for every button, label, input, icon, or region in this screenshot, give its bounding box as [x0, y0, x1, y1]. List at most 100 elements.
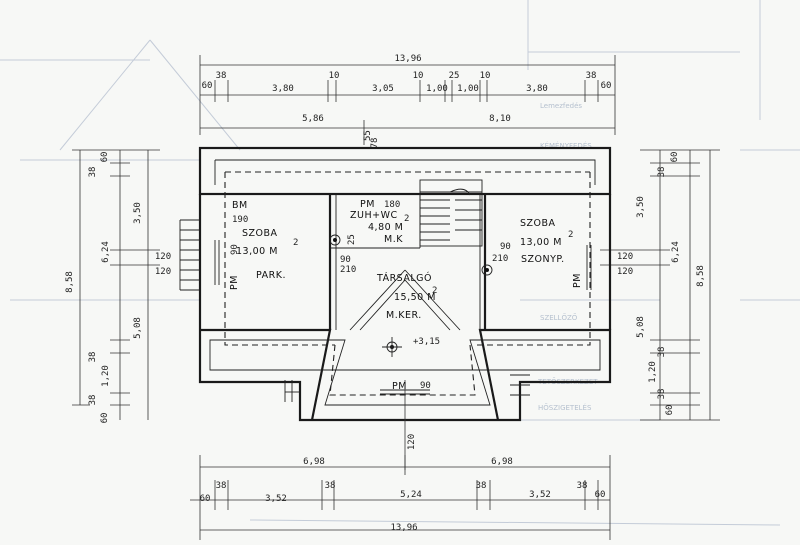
interior-dim-210-bath: 210 [340, 265, 356, 275]
dim-top-b0: 5,86 [302, 114, 324, 124]
dim-top-a1: 38 [216, 71, 227, 81]
dim-right-3: 6,24 [671, 241, 681, 263]
room-right: SZOBA 13,00 M 2 SZONYP. PM 90 210 [492, 218, 583, 288]
room-bath: PM 180 ZUH+WC 4,80 M 2 M.K 25 90 210 78 [340, 138, 409, 275]
dim-left-2: 3,50 [133, 202, 143, 224]
dim-top-a12: 60 [601, 81, 612, 91]
dim-left-10: 38 [88, 395, 98, 406]
dim-right-7: 120 [617, 267, 633, 277]
dim-bottom-half-left: 6,98 [303, 457, 325, 467]
staircase [419, 179, 483, 247]
dim-left-11: 60 [100, 413, 110, 424]
room-left: BM 190 SZOBA 13,00 M 2 PM PARK. 90 [229, 200, 298, 290]
dim-top-overall: 13,96 [394, 54, 421, 64]
dim-right-10: 38 [657, 389, 667, 400]
dim-right-2: 3,50 [636, 196, 646, 218]
hall-note-mker: M.KER. [386, 310, 422, 321]
dim-bottom-overall: 13,96 [390, 523, 417, 533]
dim-top-a10: 3,80 [526, 84, 548, 94]
dim-top-a5: 10 [413, 71, 424, 81]
dim-left-4: 5,08 [133, 317, 143, 339]
right-room-area: 13,00 M [520, 237, 562, 248]
interior-dim-90-right: 90 [500, 242, 511, 252]
bleed-through-drawing: Lemezfedés KÉMÉNYFEDÉS SZELLŐZŐ TETŐSZER… [0, 0, 800, 526]
dim-bottom-6: 3,52 [529, 490, 551, 500]
interior-walls [328, 194, 487, 331]
hall-level-mark: +3,15 [413, 337, 440, 347]
right-room-note-pm: PM [572, 273, 583, 288]
interior-dim-78: 78 [370, 138, 380, 149]
right-room-note-szonyp: SZONYP. [521, 254, 565, 265]
dim-top-b2: 8,10 [489, 114, 511, 124]
dim-top-a6: 1,00 [426, 84, 448, 94]
dim-left-6: 120 [155, 252, 171, 262]
dim-right-6: 120 [617, 252, 633, 262]
ghost-text-1: Lemezfedés [540, 102, 582, 110]
ghost-text-5: HŐSZIGETELÉS [538, 403, 592, 412]
dim-top-a9: 10 [480, 71, 491, 81]
dim-bottom-2: 3,52 [265, 494, 287, 504]
dim-bottom-4: 5,24 [400, 490, 422, 500]
left-room-note-bm: BM [232, 200, 248, 211]
dim-bottom-0: 60 [200, 494, 211, 504]
dim-bottom-7: 38 [577, 481, 588, 491]
interior-dim-90-hall: 90 [420, 381, 431, 391]
dim-left-9: 1,20 [101, 365, 111, 387]
left-room-area: 13,00 M [236, 246, 278, 257]
dim-top-a3: 10 [329, 71, 340, 81]
dim-top-a8: 1,00 [457, 84, 479, 94]
dim-right-11: 60 [665, 405, 675, 416]
dim-left-1: 38 [88, 167, 98, 178]
interior-dim-210-right: 210 [492, 254, 508, 264]
side-steps [179, 219, 592, 470]
dim-right-4: 5,08 [636, 316, 646, 338]
bath-area: 4,80 M [368, 222, 403, 233]
hall-area-exp: 2 [432, 286, 437, 296]
interior-dim-25: 25 [347, 234, 357, 245]
hall-name: TÁRSALGÓ [376, 272, 432, 284]
dim-top-a0: 60 [202, 81, 213, 91]
dim-top-a2: 3,80 [272, 84, 294, 94]
dim-left-3: 6,24 [101, 241, 111, 263]
bath-name: ZUH+WC [350, 210, 398, 221]
dim-bottom-1: 38 [216, 481, 227, 491]
top-dimensions: 13,96 60 38 3,80 10 3,05 10 1,00 25 1,00… [199, 54, 616, 145]
dim-bottom-half-right: 6,98 [491, 457, 513, 467]
interior-dim-180: 180 [384, 200, 400, 210]
left-room-note-park: PARK. [256, 270, 286, 281]
dim-left-7: 120 [155, 267, 171, 277]
left-dimensions: 60 38 3,50 6,24 5,08 8,58 120 120 38 1,2… [65, 149, 171, 424]
building-outline [198, 146, 612, 422]
interior-dim-90-bath: 90 [340, 255, 351, 265]
left-room-area-exp: 2 [293, 238, 298, 248]
interior-dim-190: 190 [232, 215, 248, 225]
dim-top-a4: 3,05 [372, 84, 394, 94]
dim-bottom-5: 38 [476, 481, 487, 491]
dim-left-0: 60 [100, 152, 110, 163]
dim-right-0: 60 [670, 152, 680, 163]
ghost-text-3: SZELLŐZŐ [540, 313, 578, 322]
bath-area-exp: 2 [404, 214, 409, 224]
left-room-note-pm: PM [229, 275, 240, 290]
dim-top-b1: 55 [363, 130, 373, 141]
dim-left-8: 38 [88, 352, 98, 363]
interior-dim-90-left: 90 [230, 244, 240, 255]
dim-right-9: 1,20 [648, 361, 658, 383]
dim-left-5: 8,58 [65, 271, 75, 293]
bath-note-mk: M.K [384, 234, 403, 245]
interior-dim-120: 120 [407, 434, 417, 450]
hall-note-pm: PM [392, 381, 407, 392]
left-room-name: SZOBA [242, 228, 278, 239]
dim-bottom-3: 38 [325, 481, 336, 491]
right-room-area-exp: 2 [568, 230, 573, 240]
dim-bottom-8: 60 [595, 490, 606, 500]
dim-right-5: 8,58 [696, 265, 706, 287]
bath-note-pm: PM [360, 199, 375, 210]
dim-right-8: 38 [657, 347, 667, 358]
dim-top-a11: 38 [586, 71, 597, 81]
right-dimensions: 60 38 3,50 6,24 5,08 8,58 120 120 38 1,2… [600, 149, 720, 421]
right-room-name: SZOBA [520, 218, 556, 229]
ghost-text-2: KÉMÉNYFEDÉS [540, 141, 592, 150]
hall-area: 15,50 M [394, 292, 436, 303]
